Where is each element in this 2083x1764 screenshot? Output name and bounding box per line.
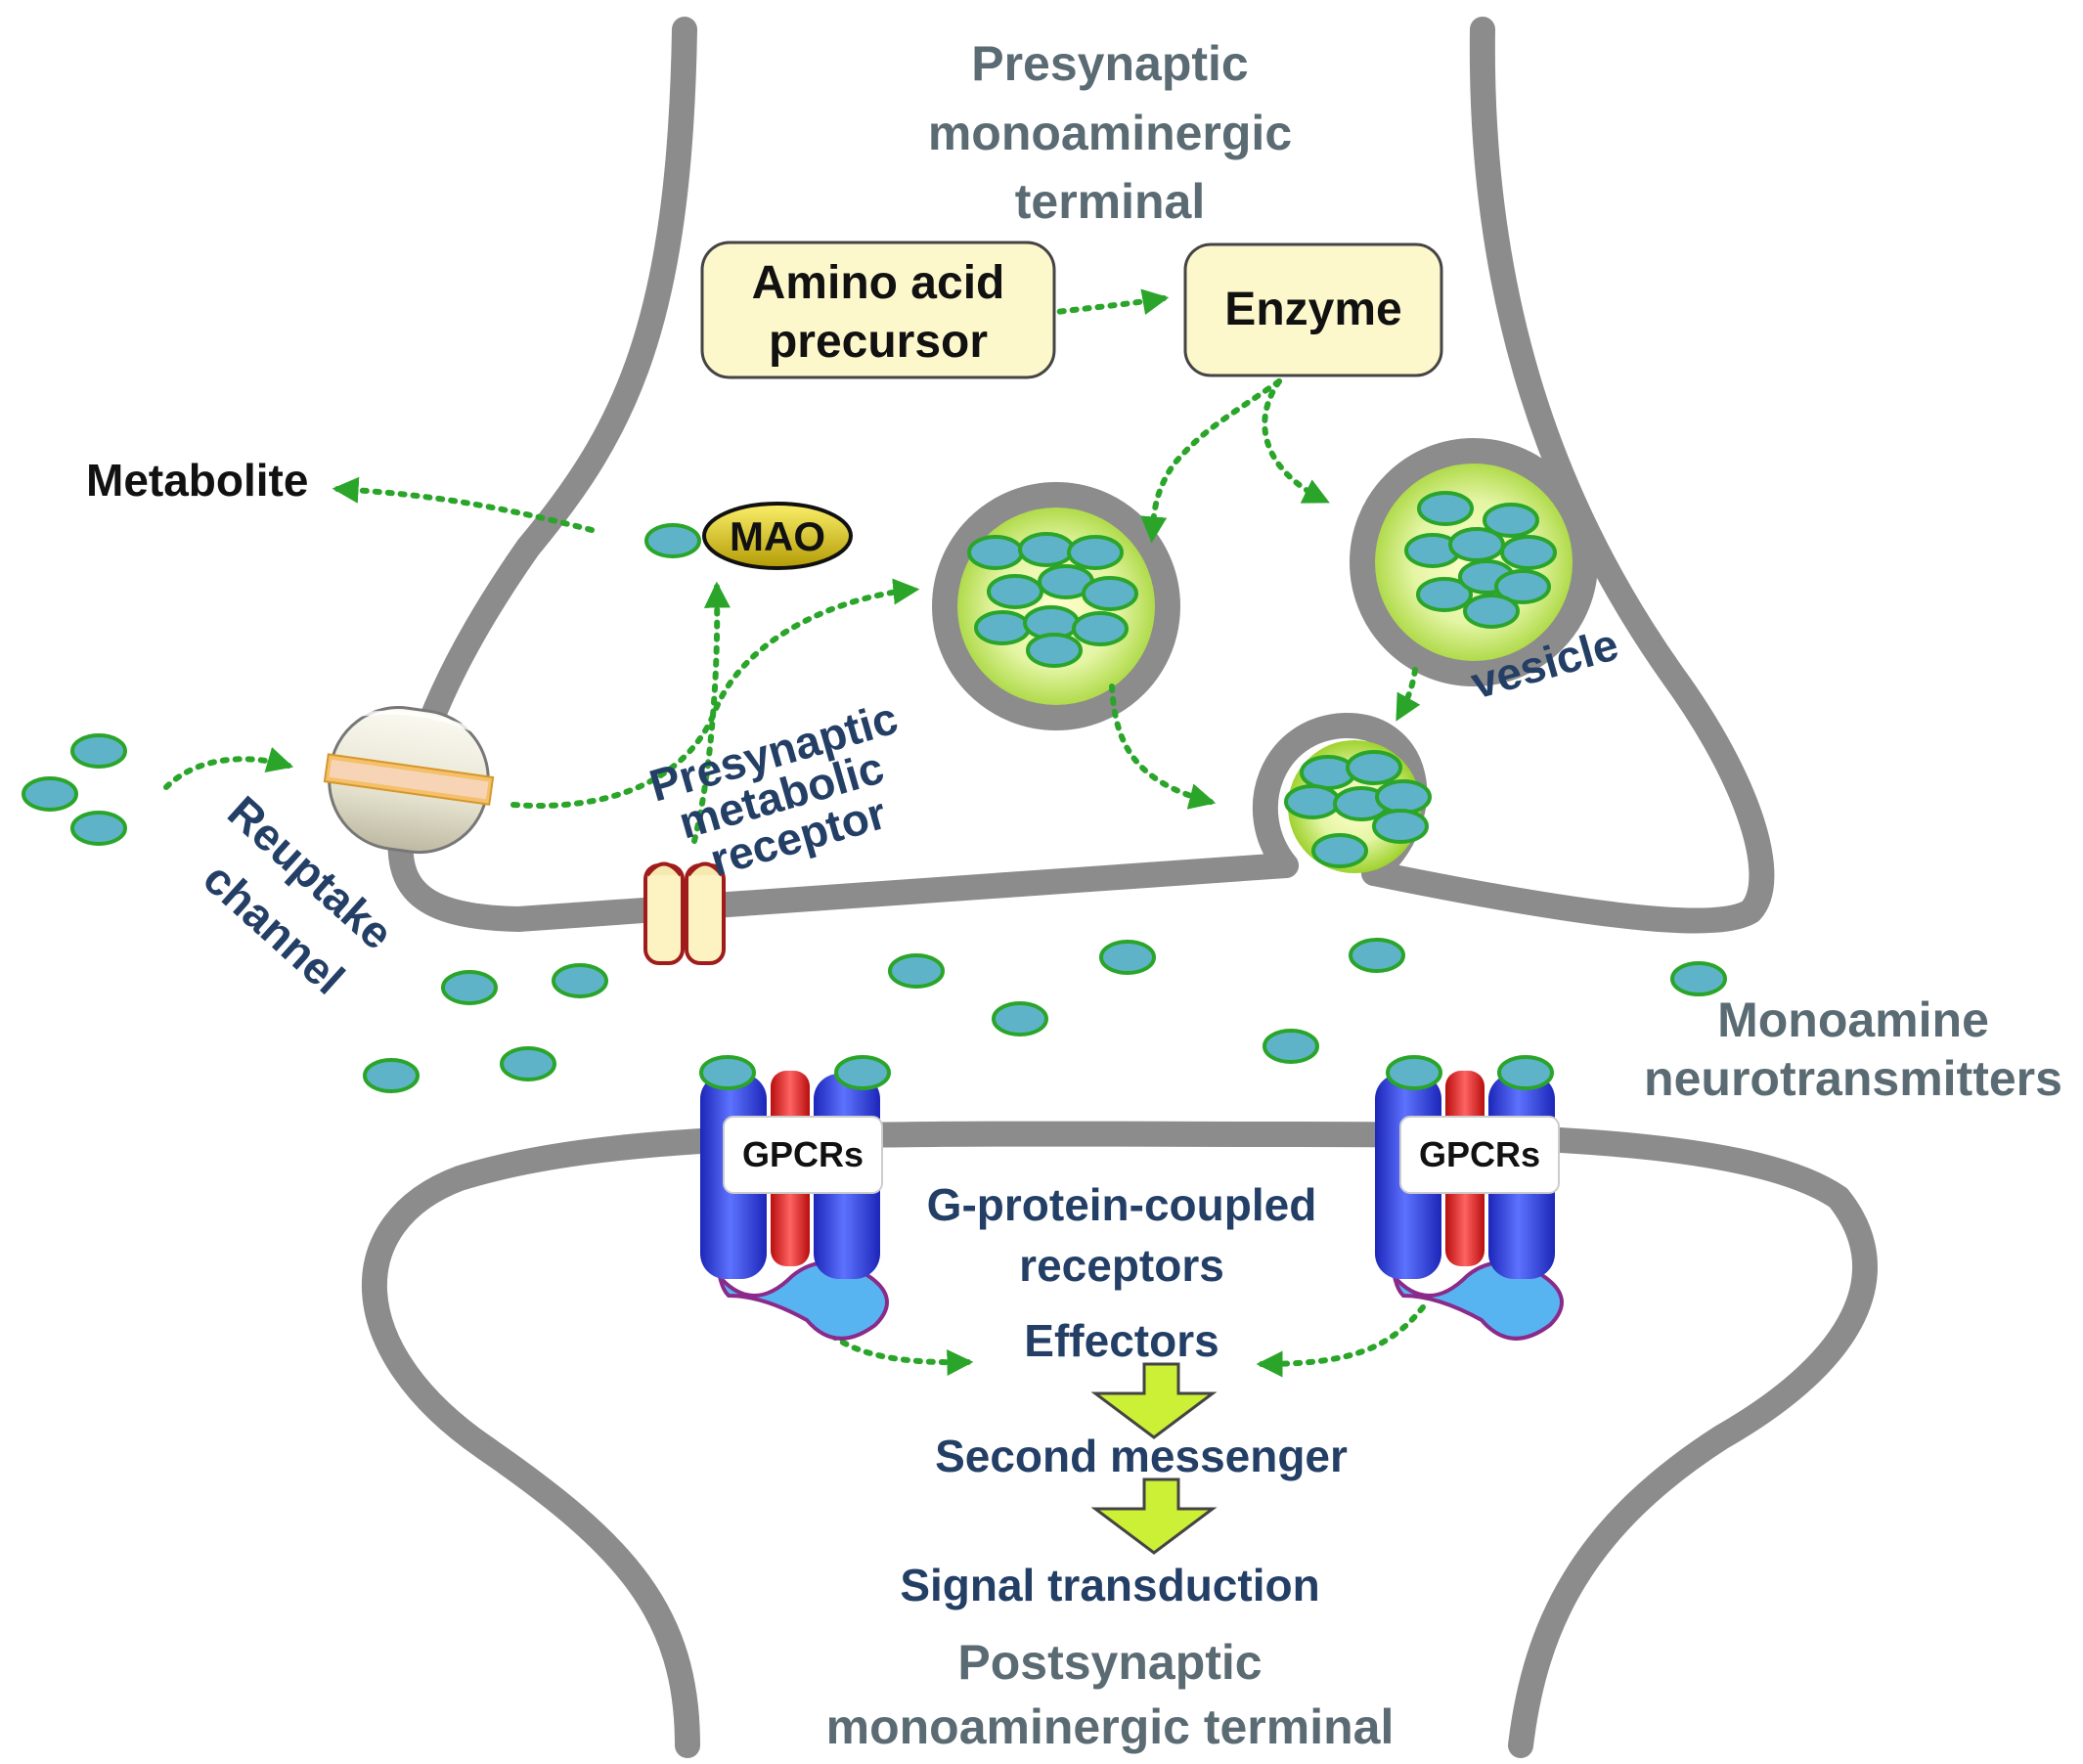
- presynaptic-receptor-caption: Presynaptic metabolic receptor: [643, 692, 903, 886]
- metabolite-label: Metabolite: [86, 455, 308, 506]
- gpcr-right-label: GPCRs: [1419, 1134, 1540, 1174]
- effectors-label: Effectors: [1024, 1315, 1219, 1366]
- pathway-arrows: [163, 288, 1426, 1378]
- gpcr-left-label: GPCRs: [742, 1134, 864, 1174]
- monoamine-caption-line-1: Monoamine: [1717, 992, 1989, 1047]
- presynaptic-membrane-right: [1361, 17, 1775, 934]
- amino-acid-precursor-box: Amino acid precursor: [700, 241, 1056, 379]
- reuptake-channel-icon: [323, 706, 495, 855]
- presynaptic-receptor-icon: [643, 861, 726, 965]
- gpcr-caption-line-1: G-protein-coupled: [927, 1179, 1317, 1230]
- presynaptic-title-line-2: monoaminergic: [928, 106, 1292, 160]
- presynaptic-title-line-1: Presynaptic: [971, 36, 1248, 91]
- presynaptic-terminal-title: Presynaptic monoaminergic terminal: [928, 36, 1292, 229]
- signal-transduction-label: Signal transduction: [900, 1560, 1319, 1610]
- monoamine-caption-line-2: neurotransmitters: [1644, 1051, 2062, 1106]
- mao-label: MAO: [730, 513, 825, 559]
- presynaptic-membrane-left: [387, 17, 1299, 932]
- gpcr-caption-line-2: receptors: [1019, 1240, 1224, 1291]
- neurotransmitter-molecules: [22, 491, 1727, 1093]
- presynaptic-title-line-3: terminal: [1015, 174, 1206, 229]
- postsynaptic-membrane: [361, 1121, 1878, 1758]
- postsynaptic-terminal-title: Postsynaptic monoaminergic terminal: [826, 1635, 1395, 1754]
- postsynaptic-title-line-1: Postsynaptic: [957, 1635, 1262, 1690]
- block-arrow-1-icon: [1090, 1362, 1218, 1439]
- postsynaptic-title-line-2: monoaminergic terminal: [826, 1699, 1395, 1754]
- precursor-label: precursor: [769, 316, 988, 368]
- amino-acid-label: Amino acid: [752, 257, 1005, 309]
- enzyme-box: Enzyme: [1183, 243, 1443, 377]
- mao-icon: MAO: [702, 502, 853, 570]
- gpcr-right-icon: GPCRs: [1375, 1055, 1564, 1341]
- monoamine-neurotransmitters-caption: Monoamine neurotransmitters: [1644, 992, 2062, 1106]
- gpcr-caption: G-protein-coupled receptors: [927, 1179, 1317, 1291]
- block-arrow-2-icon: [1090, 1477, 1218, 1555]
- gpcr-left-icon: GPCRs: [699, 1055, 891, 1341]
- second-messenger-label: Second messenger: [935, 1431, 1348, 1481]
- enzyme-label: Enzyme: [1224, 284, 1401, 335]
